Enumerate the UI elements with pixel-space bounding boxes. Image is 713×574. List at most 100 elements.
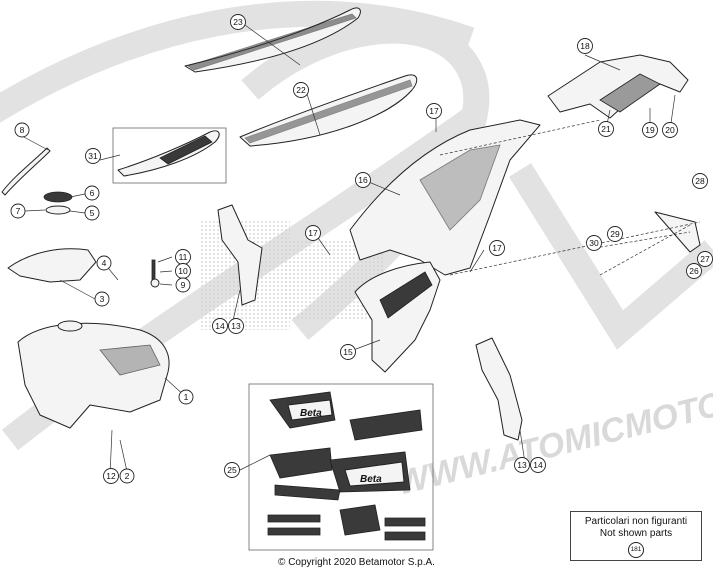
callout-circle [598,121,614,137]
callout-label: 27 [700,254,710,264]
callout-label: 26 [689,266,699,276]
callout-circle [514,457,530,473]
callout-circle [96,255,112,271]
callout-label: 13 [231,321,241,331]
callout-16: 16 [355,172,371,188]
callout-label: 14 [533,460,543,470]
callout-label: 25 [227,465,237,475]
callout-26: 26 [686,263,702,279]
seat-22 [239,74,418,147]
callout-30: 30 [586,235,602,251]
callout-21: 21 [598,121,614,137]
callout-15: 15 [340,344,356,360]
callout-18: 18 [577,38,593,54]
callout-19: 19 [642,122,658,138]
callout-label: 15 [343,347,353,357]
callout-label: 23 [233,17,243,27]
tank-bracket-3 [7,248,97,283]
callout-13: 13 [514,457,530,473]
callout-12: 12 [103,468,119,484]
bolt-set-9-11 [150,259,160,288]
fuel-tank-1 [17,320,170,429]
seat-23 [184,7,361,73]
callout-circle [642,122,658,138]
leader-lines [21,24,701,477]
callout-circle [178,389,194,405]
callout-label: 4 [102,258,107,268]
callout-14: 14 [212,318,228,334]
not-shown-parts-box: Particolari non figuranti Not shown part… [570,511,702,561]
callout-label: 12 [106,471,116,481]
callout-circle [224,462,240,478]
callout-circle [662,122,678,138]
callout-circle [84,185,100,201]
copyright-footer: © Copyright 2020 Betamotor S.p.A. [278,557,435,568]
callout-circle [228,318,244,334]
radiator-shroud-15 [354,261,441,373]
callout-22: 22 [293,82,309,98]
callout-label: 13 [517,460,527,470]
callout-2: 2 [119,468,135,484]
callout-28: 28 [692,173,708,189]
callout-circle [607,226,623,242]
callout-circle [577,38,593,54]
callout-20: 20 [662,122,678,138]
callout-circle [84,205,100,221]
side-panel-16 [349,119,541,276]
callout-31: 31 [85,148,101,164]
callout-label: 11 [179,252,188,262]
not-shown-badge: 181 [628,542,644,558]
decal-set-25: Beta Beta [267,391,426,541]
callout-circle [586,235,602,251]
callout-6: 6 [84,185,100,201]
callout-circle [85,148,101,164]
callout-circle [489,240,505,256]
callout-1: 1 [178,389,194,405]
callout-circle [94,291,110,307]
callout-17: 17 [426,103,442,119]
callout-label: 14 [215,321,225,331]
callout-label: 2 [125,471,130,481]
callout-label: 20 [665,125,675,135]
callout-label: 29 [610,229,620,239]
callout-circle [230,14,246,30]
callout-circle [340,344,356,360]
callout-label: 16 [358,175,368,185]
callout-label: 30 [589,238,599,248]
callout-label: 1 [184,392,189,402]
callout-11: 11 [175,249,191,265]
callout-label: 10 [178,266,188,276]
callout-10: 10 [175,263,191,279]
bracket-26-30 [599,211,701,276]
callout-circle [692,173,708,189]
seat-cover-frame [112,127,227,184]
callout-14: 14 [530,457,546,473]
callout-circle [10,203,26,219]
callout-label: 19 [645,125,655,135]
rear-subframe-18 [547,54,689,119]
decal-text-left: Beta [300,408,322,419]
callout-3: 3 [94,291,110,307]
callout-circle [293,82,309,98]
not-shown-line-en: Not shown parts [599,528,673,539]
callout-25: 25 [224,462,240,478]
radiator-guard-right [475,337,523,441]
callout-27: 27 [697,251,713,267]
callout-29: 29 [607,226,623,242]
callout-17: 17 [489,240,505,256]
callout-circle [175,277,191,293]
watermark-text: WWW.ATOMICMOTO [393,385,713,503]
callout-label: 7 [16,206,21,216]
callout-8: 8 [14,122,30,138]
callout-label: 28 [695,176,705,186]
callout-circle [686,263,702,279]
callout-circle [305,225,321,241]
callout-label: 31 [88,151,98,161]
callout-4: 4 [96,255,112,271]
callout-label: 5 [90,208,95,218]
callout-circle [119,468,135,484]
seat-cover-31 [117,130,220,177]
callout-7: 7 [10,203,26,219]
callout-circle [212,318,228,334]
